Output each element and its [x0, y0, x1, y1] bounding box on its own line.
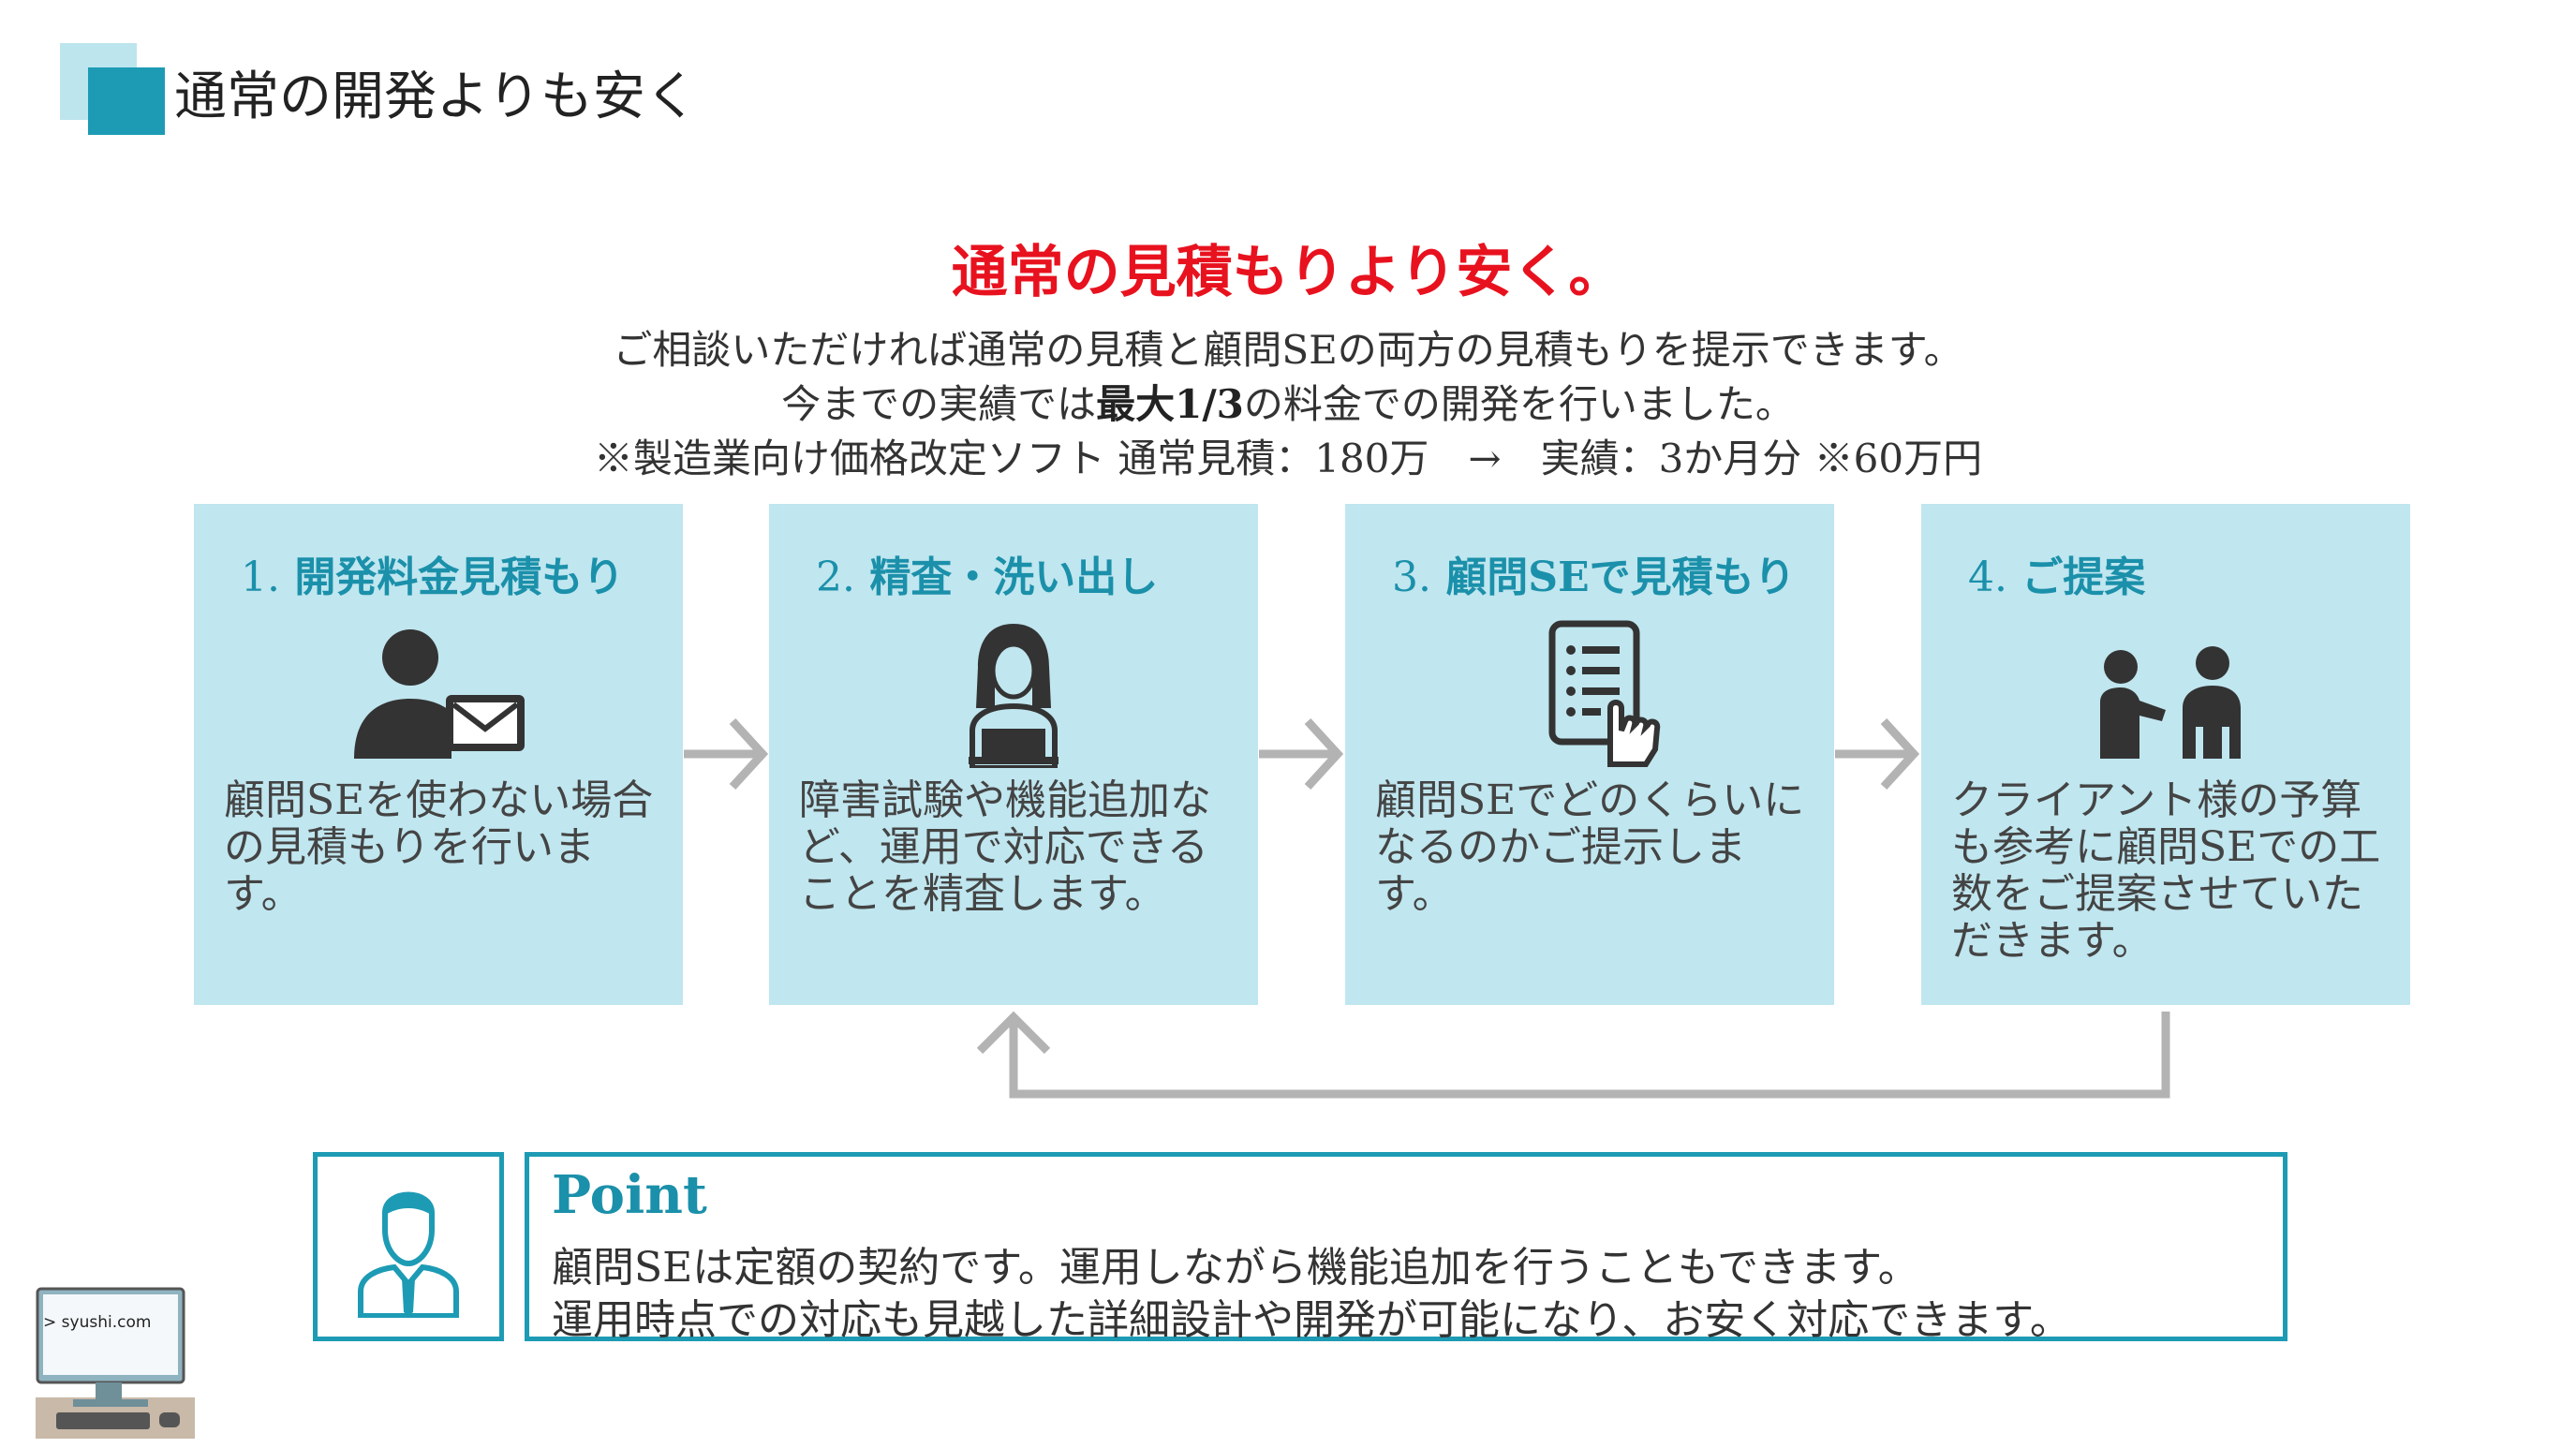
user-mail-icon [354, 629, 525, 759]
businessman-icon [358, 1191, 459, 1318]
step-title-label-2: 精査・洗い出し [869, 554, 1159, 601]
step-card-3: 3. 顧問SEで見積もり 顧問SEでどのくらいになるのかご提示します。 [1345, 504, 1834, 1005]
step-number-2: 2. [816, 554, 855, 601]
flow-arrow-2-3 [1259, 717, 1344, 790]
step-title-1: 1. 開発料金見積もり [241, 543, 624, 603]
step-number-1: 1. [241, 554, 280, 601]
point-line-2: 運用時点での対応も見越した詳細設計や開発が可能になり、お安く対応できます。 [552, 1296, 2071, 1344]
flow-arrow-1-2 [684, 717, 769, 790]
step-text-4: クライアント様の予算も参考に顧問SEでの工数をご提案させていただきます。 [1951, 776, 2381, 965]
step-card-1: 1. 開発料金見積もり 顧問SEを使わない場合の見積もりを行います。 [194, 504, 683, 1005]
step-title-4: 4. ご提案 [1968, 543, 2145, 603]
point-line-1: 顧問SEは定額の契約です。運用しながら機能追加を行うこともできます。 [552, 1244, 1919, 1292]
point-title: Point [552, 1164, 707, 1226]
header-accent-dark [88, 67, 165, 135]
handshake-people-icon [2100, 646, 2241, 759]
logo-label: > syushi.com [43, 1313, 152, 1332]
subtext-line-2-suffix: の料金での開発を行いました。 [1243, 381, 1795, 427]
checklist-hand-icon [1548, 620, 1661, 767]
step-text-1: 顧問SEを使わない場合の見積もりを行います。 [224, 776, 654, 918]
woman-laptop-icon [969, 624, 1059, 768]
subtext-line-1: ご相談いただければ通常の見積と顧問SEの両方の見積もりを提示できます。 [613, 327, 1963, 373]
subtext-line-2: 今までの実績では最大1/3の料金での開発を行いました。 [0, 373, 2576, 430]
subtext-line-3: ※製造業向け価格改定ソフト 通常見積：180万 → 実績：3か月分 ※60万円 [593, 436, 1983, 481]
step-title-3: 3. 顧問SEで見積もり [1392, 543, 1796, 603]
step-number-3: 3. [1392, 554, 1431, 601]
step-title-label-1: 開発料金見積もり [294, 554, 625, 601]
point-icon-box [313, 1152, 504, 1341]
step-text-3: 顧問SEでどのくらいになるのかご提示します。 [1375, 776, 1805, 918]
step-number-4: 4. [1968, 554, 2007, 601]
point-box: Point 顧問SEは定額の契約です。運用しながら機能追加を行うこともできます。… [525, 1152, 2287, 1344]
step-card-4: 4. ご提案 クライアント様の予算も参考に顧問SEでの工数をご提案させていただき… [1921, 504, 2410, 1005]
headline: 通常の見積もりより安く。 [951, 240, 1625, 305]
syushi-logo: > syushi.com [28, 1285, 197, 1439]
step-text-2: 障害試験や機能追加など、運用で対応できることを精査します。 [799, 776, 1211, 918]
page-title: 通常の開発よりも安く [174, 66, 698, 127]
step-title-2: 2. 精査・洗い出し [816, 543, 1158, 603]
computer-illustration-icon [36, 1287, 195, 1439]
feedback-loop-arrow [976, 1011, 2170, 1099]
flow-arrow-3-4 [1835, 717, 1920, 790]
subtext-line-2-bold: 最大1/3 [1096, 381, 1244, 427]
step-title-label-3: 顧問SEで見積もり [1445, 554, 1796, 601]
subtext-line-2-prefix: 今までの実績では [781, 381, 1097, 427]
step-title-label-4: ご提案 [2021, 554, 2146, 601]
step-card-2: 2. 精査・洗い出し 障害試験や機能追加など、運用で対応できることを精査します。 [769, 504, 1258, 1005]
